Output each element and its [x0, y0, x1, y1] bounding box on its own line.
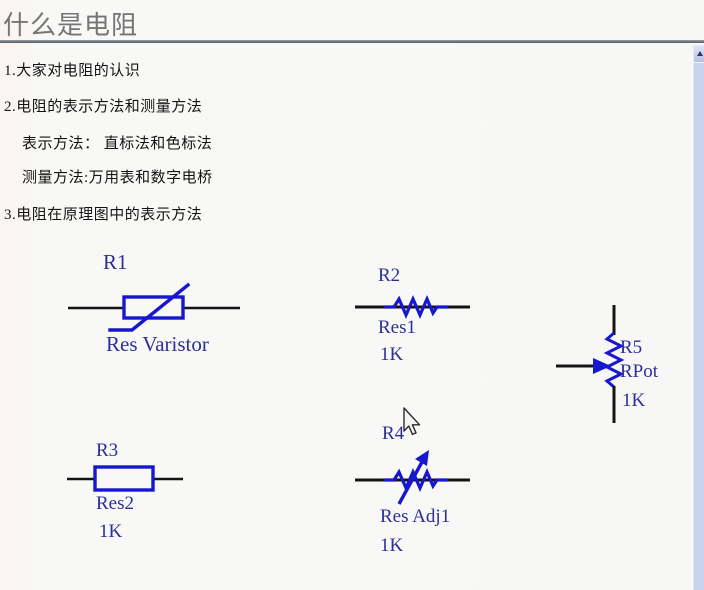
component-designator-r2: R2 [378, 265, 401, 286]
resistor-symbol [355, 294, 470, 319]
outline-item-2: 2.电阻的表示方法和测量方法 [4, 99, 203, 115]
outline-item-2b: 测量方法:万用表和数字电桥 [22, 170, 213, 186]
potentiometer-symbol [556, 305, 625, 423]
mouse-cursor-icon [403, 407, 421, 436]
vertical-scrollbar[interactable] [693, 45, 704, 590]
outline-item-1: 1.大家对电阻的认识 [4, 63, 141, 79]
component-designator-r1: R1 [103, 250, 128, 274]
varistor-symbol [68, 282, 240, 332]
component-designator-r4: R4 [382, 423, 405, 444]
component-value-r4: 1K [380, 535, 404, 556]
scrollbar-up-button[interactable] [694, 45, 704, 63]
component-value-r2: 1K [380, 344, 404, 365]
component-comment-r5: RPot [620, 361, 659, 382]
box-resistor-symbol [67, 465, 183, 492]
component-comment-r3: Res2 [96, 493, 134, 514]
scroll-up-icon [696, 51, 703, 56]
component-value-r5: 1K [622, 390, 646, 411]
outline-item-3: 3.电阻在原理图中的表示方法 [4, 207, 203, 223]
component-comment-r4: Res Adj1 [380, 506, 451, 527]
component-value-r3: 1K [99, 521, 123, 542]
component-comment-r1: Res Varistor [106, 332, 209, 356]
component-designator-r5: R5 [620, 337, 643, 358]
component-designator-r3: R3 [96, 440, 119, 461]
component-comment-r2: Res1 [378, 317, 416, 338]
title-underline [0, 40, 704, 43]
outline-item-2a: 表示方法： 直标法和色标法 [22, 136, 213, 152]
adjustable-resistor-symbol [355, 450, 470, 505]
page-title: 什么是电阻 [3, 11, 139, 40]
